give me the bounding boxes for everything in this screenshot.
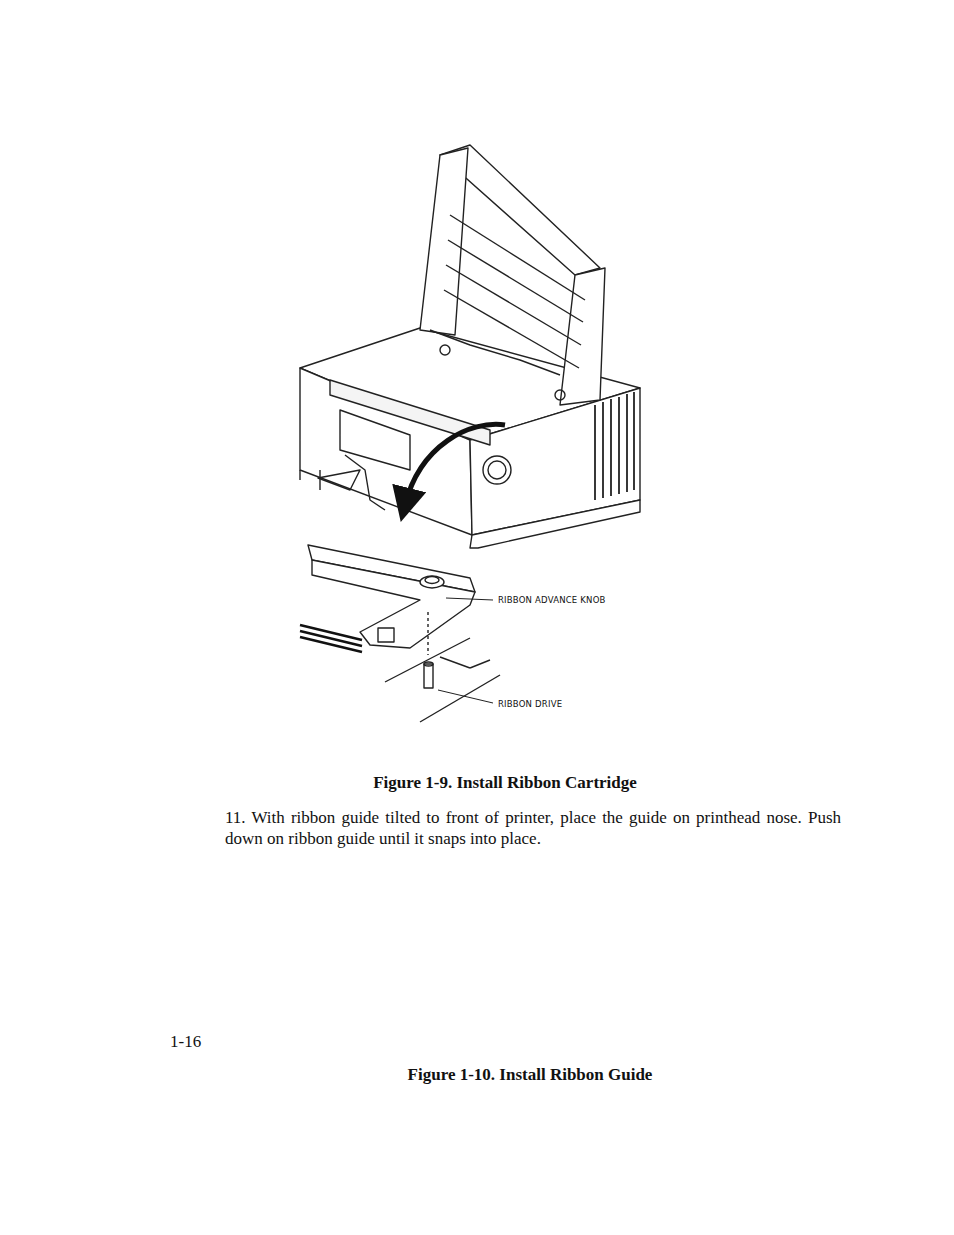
part-label: RIBBON ADVANCE KNOB: [498, 595, 606, 605]
page-number: 1-16: [170, 1032, 201, 1052]
figure-caption: Figure 1-9. Install Ribbon Cartridge: [373, 773, 637, 793]
part-label: RIBBON DRIVE: [498, 699, 562, 709]
figure-caption: Figure 1-10. Install Ribbon Guide: [408, 1065, 653, 1085]
instruction-step: 11. With ribbon guide tilted to front of…: [225, 807, 841, 849]
